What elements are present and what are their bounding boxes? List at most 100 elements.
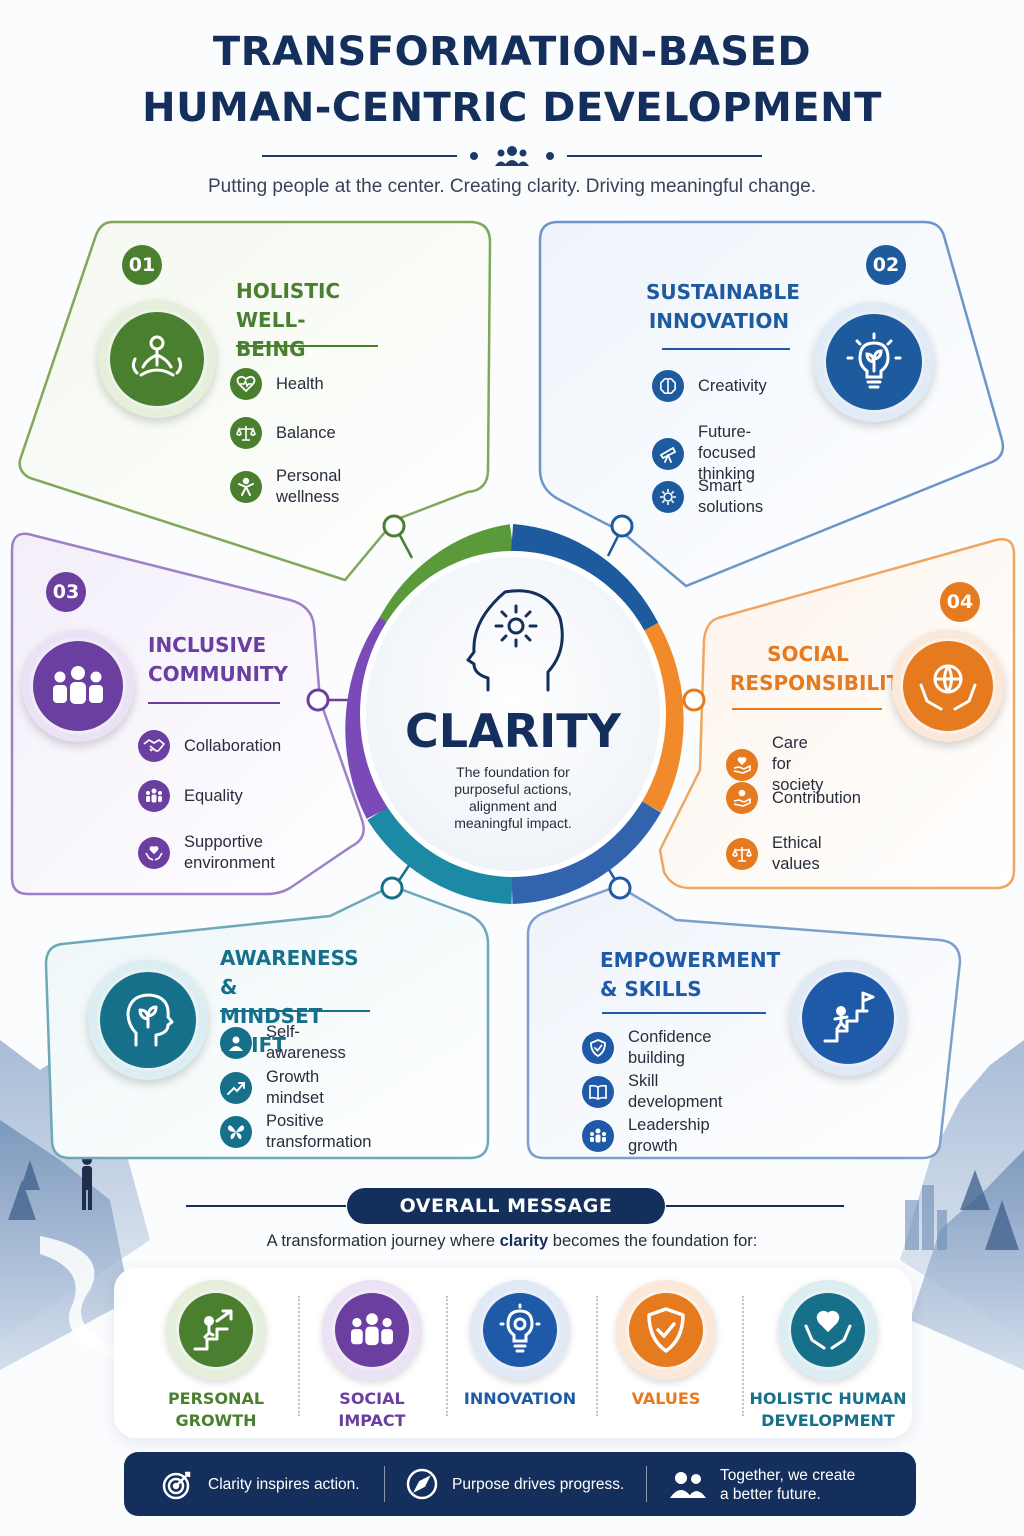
list-item-label: Ethical values <box>772 834 822 873</box>
walking-person-icon <box>82 1155 92 1210</box>
list-item-self-awareness: Self-awareness <box>220 1022 346 1064</box>
list-item-leadership-growth: Leadership growth <box>582 1115 710 1157</box>
list-item-label: Care for society <box>772 734 824 794</box>
gear-brain-icon <box>652 481 684 513</box>
page-title-line1: TRANSFORMATION-BASED <box>212 29 812 75</box>
connector-node <box>608 876 632 900</box>
meditation-icon <box>98 300 216 418</box>
card-title: EMPOWERMENT & SKILLS <box>600 948 781 1001</box>
card-title: HOLISTIC WELL-BEING <box>236 279 341 361</box>
giving-hand-icon <box>726 782 758 814</box>
list-item-label: Confidence building <box>628 1028 712 1067</box>
card-title-underline <box>236 345 378 347</box>
card-title-underline <box>732 708 882 710</box>
list-item-care-for-society: Care for society <box>726 733 823 796</box>
card-title-underline <box>220 1010 370 1012</box>
overall-message-label: OVERALL MESSAGE <box>347 1188 665 1224</box>
list-item-label: Positive transformation <box>266 1112 372 1151</box>
list-item-label: Growth mindset <box>266 1068 324 1107</box>
list-item-balance: Balance <box>230 417 336 449</box>
list-item-label: Skill development <box>628 1072 723 1111</box>
footer-text: Purpose drives progress. <box>452 1475 625 1493</box>
divider-dot-left <box>470 152 478 160</box>
people-icon <box>495 146 529 166</box>
pillar-personal-growth: PERSONAL GROWTH <box>136 1280 296 1432</box>
list-item-health: Health <box>230 368 324 400</box>
pillar-social-impact: SOCIAL IMPACT <box>292 1280 452 1432</box>
card-title: SOCIAL RESPONSIBILITY <box>730 642 915 695</box>
trend-up-icon <box>220 1072 252 1104</box>
list-item-creativity: Creativity <box>652 370 767 402</box>
footer-bar <box>124 1452 916 1516</box>
pillar-separator <box>298 1296 300 1416</box>
page-title-line2: HUMAN-CENTRIC DEVELOPMENT <box>142 85 882 131</box>
list-item-personal-wellness: Personal wellness <box>230 466 341 508</box>
footer-item-together: Together, we create a better future. <box>668 1466 855 1504</box>
head-light-icon <box>466 589 564 692</box>
lightbulb-plant-icon <box>814 302 934 422</box>
title-divider-left <box>262 155 457 157</box>
overall-divider-right <box>666 1205 844 1207</box>
divider-dot-right <box>546 152 554 160</box>
heart-hands-icon <box>778 1280 878 1380</box>
footer-text: Together, we create a better future. <box>720 1467 856 1503</box>
list-item-growth-mindset: Growth mindset <box>220 1067 324 1109</box>
overall-message-text: A transformation journey where clarity b… <box>0 1232 1024 1251</box>
list-item-contribution: Contribution <box>726 782 861 814</box>
overall-text-after: becomes the foundation for: <box>548 1232 758 1250</box>
footer-item-purpose: Purpose drives progress. <box>404 1466 624 1502</box>
heart-hand-icon <box>726 748 758 781</box>
list-item-supportive-environment: Supportive environment <box>138 832 275 874</box>
shield-check-icon <box>582 1032 614 1064</box>
list-item-label: Creativity <box>698 376 767 395</box>
brain-icon <box>652 370 684 402</box>
people-group-icon <box>22 630 134 742</box>
pillar-values: VALUES <box>586 1280 746 1410</box>
list-item-ethical-values: Ethical values <box>726 833 822 875</box>
list-item-skill-development: Skill development <box>582 1071 722 1113</box>
center-title: CLARITY <box>405 704 621 758</box>
book-icon <box>582 1076 614 1108</box>
card-number-badge: 03 <box>46 572 86 612</box>
connector-node <box>306 688 330 712</box>
footer-item-clarity: Clarity inspires action. <box>160 1466 360 1502</box>
list-item-label: Self-awareness <box>266 1023 346 1062</box>
card-number-badge: 04 <box>940 582 980 622</box>
connector-node <box>380 876 404 900</box>
globe-hands-icon <box>892 630 1004 742</box>
pillar-innovation: INNOVATION <box>440 1280 600 1410</box>
card-title: AWARENESS & MINDSET SHIFT <box>220 946 359 1057</box>
list-item-positive-transformation: Positive transformation <box>220 1111 371 1153</box>
list-item-confidence-building: Confidence building <box>582 1027 711 1069</box>
page-subtitle: Putting people at the center. Creating c… <box>208 176 816 197</box>
list-item-future-focused-thinking: Future-focused thinking <box>652 422 756 485</box>
pillar-separator <box>446 1296 448 1416</box>
card-number-badge: 01 <box>122 245 162 285</box>
list-item-label: Smart solutions <box>698 477 764 516</box>
card-title: SUSTAINABLE INNOVATION <box>646 280 800 333</box>
list-item-collaboration: Collaboration <box>138 730 281 762</box>
pillar-separator <box>742 1296 744 1416</box>
connector-node <box>610 514 634 538</box>
handshake-icon <box>138 730 170 762</box>
footer-separator <box>384 1466 385 1502</box>
shield-check-icon <box>616 1280 716 1380</box>
list-item-label: Leadership growth <box>628 1116 710 1155</box>
target-icon <box>160 1466 196 1502</box>
overall-text-before: A transformation journey where <box>266 1232 500 1250</box>
list-item-label: Supportive environment <box>184 833 275 872</box>
pillar-label: VALUES <box>631 1389 701 1408</box>
people-group-icon <box>322 1280 422 1380</box>
lightbulb-gear-icon <box>470 1280 570 1380</box>
connector-node <box>382 514 406 538</box>
card-title-underline <box>602 1012 766 1014</box>
list-item-label: Health <box>276 374 324 393</box>
list-item-label: Equality <box>184 786 243 805</box>
center-description: The foundation for purposeful actions, a… <box>454 764 572 831</box>
growth-steps-icon <box>166 1280 266 1380</box>
landscape-background <box>0 1040 1024 1370</box>
stairs-flag-icon <box>790 960 906 1076</box>
card-title: INCLUSIVE COMMUNITY <box>148 633 289 686</box>
telescope-icon <box>652 437 684 470</box>
